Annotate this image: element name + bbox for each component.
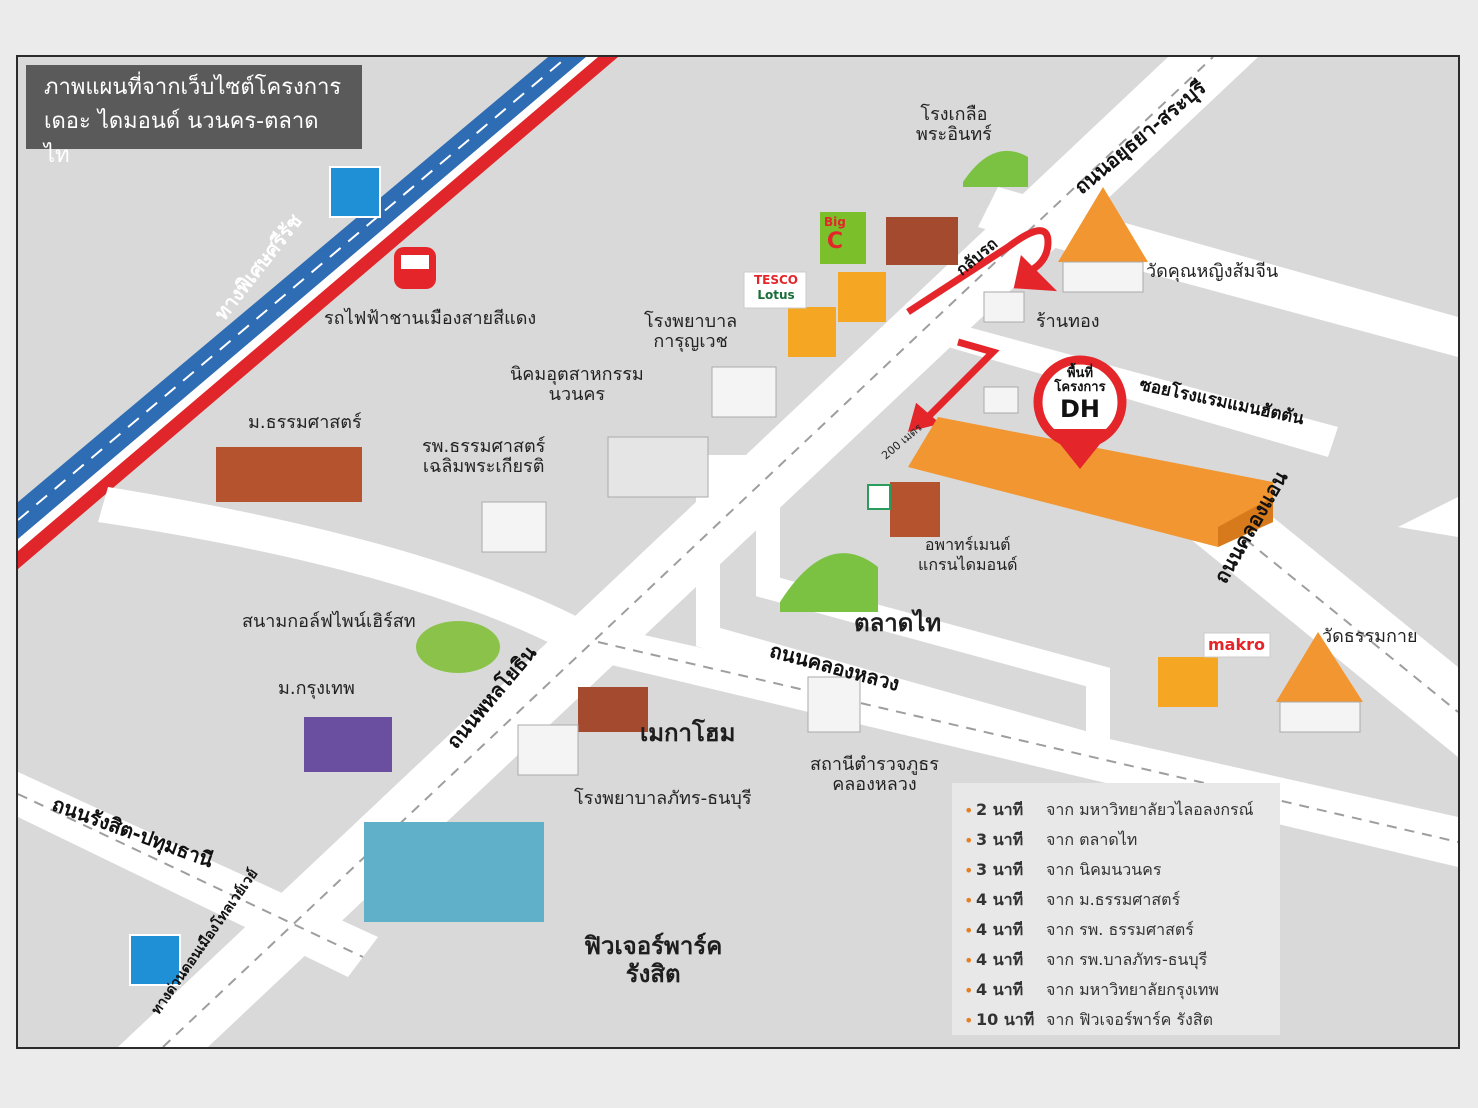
label-mega-home: เมกาโฮม (640, 719, 736, 747)
label-karunyavej: โรงพยาบาล การุญเวช (644, 311, 738, 352)
label-wat-dhammakaya: วัดธรรมกาย (1322, 626, 1418, 647)
legend-row: •3 นาที จาก นิคมนวนคร (964, 855, 1268, 885)
legend-row: •2 นาที จาก มหาวิทยาลัยวไลอลงกรณ์ (964, 795, 1268, 825)
project-plot (908, 417, 1273, 547)
warehouse-icon (780, 150, 1028, 612)
legend-minutes: 2 นาที (976, 799, 1024, 819)
motorway-sign-icon (129, 166, 381, 986)
big-c-letters: Big (824, 215, 846, 229)
legend-bullet-icon: • (964, 860, 974, 880)
project-pin-code: DH (1059, 395, 1100, 423)
temple-icon (1058, 187, 1363, 733)
legend-row: •4 นาที จาก ม.ธรรมศาสตร์ (964, 885, 1268, 915)
route-arrows (906, 227, 1058, 432)
tesco-lotus-text: TESCO Lotus (746, 273, 806, 303)
big-c-c: C (826, 229, 843, 254)
legend-from: จาก รพ. ธรรมศาสตร์ (1046, 919, 1194, 939)
buildings (216, 217, 1218, 922)
legend-row: •4 นาที จาก มหาวิทยาลัยกรุงเทพ (964, 975, 1268, 1005)
legend-minutes: 4 นาที (976, 919, 1024, 939)
label-gold-shop: ร้านทอง (1036, 311, 1100, 332)
legend-from: จาก มหาวิทยาลัยกรุงเทพ (1046, 979, 1219, 999)
travel-time-legend: •2 นาทีจาก มหาวิทยาลัยวไลอลงกรณ์•3 นาทีจ… (952, 783, 1280, 1035)
label-navanakorn: นิคมอุตสาหกรรม นวนคร (510, 364, 644, 405)
map-canvas (18, 57, 1458, 1047)
legend-row: •10 นาที จาก ฟิวเจอร์พาร์ค รังสิต (964, 1005, 1268, 1035)
legend-bullet-icon: • (964, 890, 974, 910)
legend-bullet-icon: • (964, 980, 974, 1000)
legend-from: จาก ม.ธรรมศาสตร์ (1046, 889, 1181, 909)
legend-from: จาก มหาวิทยาลัยวไลอลงกรณ์ (1046, 799, 1254, 819)
legend-from: จาก ตลาดไท (1046, 829, 1138, 849)
label-red-line: รถไฟฟ้าชานเมืองสายสีแดง (324, 308, 537, 329)
label-salt-factory: โรงเกลือ พระอินทร์ (916, 104, 992, 145)
expressway (18, 57, 618, 569)
legend-minutes: 4 นาที (976, 949, 1024, 969)
label-apartment: อพาทร์เมนต์ แกรนไดมอนด์ (918, 535, 1018, 574)
makro-sign (1203, 632, 1271, 658)
golf-course (416, 621, 500, 673)
label-golf: สนามกอล์ฟไพน์เฮิร์สท (242, 611, 416, 632)
legend-from: จาก ฟิวเจอร์พาร์ค รังสิต (1046, 1009, 1213, 1029)
map-title-line2: เดอะ ไดมอนด์ นวนคร-ตลาดไท (44, 109, 319, 168)
legend-row: •3 นาที จาก ตลาดไท (964, 825, 1268, 855)
project-pin-line2: โครงการ (1054, 380, 1106, 395)
label-patrathonburi: โรงพยาบาลภัทร-ธนบุรี (574, 788, 752, 809)
legend-bullet-icon: • (964, 830, 974, 850)
label-future-park: ฟิวเจอร์พาร์ค รังสิต (584, 932, 723, 988)
label-bangkok-u: ม.กรุงเทพ (278, 678, 355, 699)
label-police: สถานีตำรวจภูธร คลองหลวง (810, 754, 939, 795)
makro-text: makro (1208, 635, 1265, 654)
tesco-lotus-sign (743, 271, 807, 309)
road-dashes (18, 57, 1458, 1047)
map-pin-icon (1033, 355, 1127, 469)
map-title-line1: ภาพแผนที่จากเว็บไซต์โครงการ (44, 75, 342, 100)
legend-minutes: 3 นาที (976, 859, 1024, 879)
label-thammasat-hosp: รพ.ธรรมศาสตร์ เฉลิมพระเกียรติ (422, 436, 546, 477)
legend-row: •4 นาที จาก รพ. ธรรมศาสตร์ (964, 915, 1268, 945)
legend-bullet-icon: • (964, 800, 974, 820)
legend-bullet-icon: • (964, 950, 974, 970)
lotus-text: Lotus (757, 288, 795, 302)
big-c-sign (820, 212, 866, 264)
legend-minutes: 3 นาที (976, 829, 1024, 849)
legend-bullet-icon: • (964, 1010, 974, 1030)
project-pin-text: พื้นที่ โครงการ DH (1048, 366, 1112, 424)
label-talad-thai: ตลาดไท (854, 609, 942, 637)
legend-minutes: 4 นาที (976, 979, 1024, 999)
train-icon (394, 247, 436, 289)
legend-minutes: 4 นาที (976, 889, 1024, 909)
legend-from: จาก นิคมนวนคร (1046, 859, 1162, 879)
label-thammasat-u: ม.ธรรมศาสตร์ (248, 412, 362, 433)
seven-eleven-sign (867, 484, 891, 510)
label-wat-khun-ying: วัดคุณหญิงส้มจีน (1146, 261, 1279, 282)
map-frame: ภาพแผนที่จากเว็บไซต์โครงการ เดอะ ไดมอนด์… (16, 55, 1460, 1049)
legend-row: •4 นาที จาก รพ.บาลภัทร-ธนบุรี (964, 945, 1268, 975)
project-pin-line1: พื้นที่ (1066, 366, 1094, 381)
legend-minutes: 10 นาที (976, 1009, 1035, 1029)
legend-bullet-icon: • (964, 920, 974, 940)
legend-from: จาก รพ.บาลภัทร-ธนบุรี (1046, 949, 1208, 969)
map-title-box: ภาพแผนที่จากเว็บไซต์โครงการ เดอะ ไดมอนด์… (26, 65, 362, 168)
big-c-text: Big C (824, 215, 846, 254)
tesco-text: TESCO (753, 273, 799, 287)
